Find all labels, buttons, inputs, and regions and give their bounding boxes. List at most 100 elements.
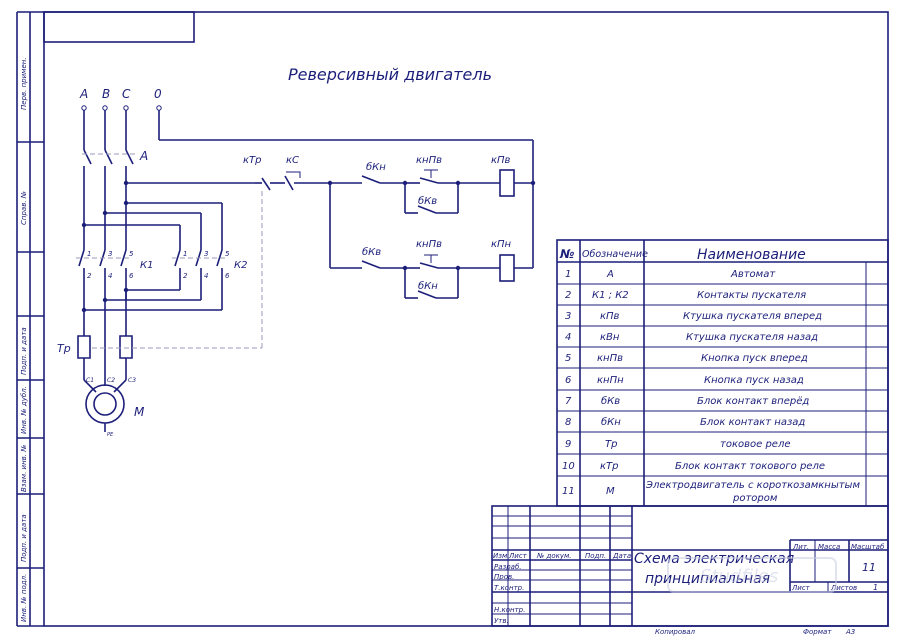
row-2-code: К1 ; К2 — [592, 290, 629, 301]
row-4-num: 4 — [565, 332, 571, 343]
row-1-num: 1 — [565, 269, 571, 280]
stamp-role-develop: Разраб. — [494, 563, 522, 571]
stamp-lit: Лит. — [792, 543, 809, 551]
doc-title-line2: принципиальная — [645, 571, 770, 587]
k2-pin-4: 4 — [204, 272, 208, 280]
kc-label: кС — [286, 155, 299, 166]
stamp-format-value: А3 — [845, 628, 855, 636]
row-10-code: кТр — [600, 461, 619, 472]
phase-label-0: 0 — [154, 87, 162, 101]
row-10-num: 10 — [562, 461, 575, 472]
motor-terminal-c1: С1 — [86, 377, 94, 384]
stamp-scale: Масштаб — [851, 543, 885, 551]
motor-terminal-c2: С2 — [107, 377, 115, 384]
row-11-name: Электродвигатель с короткозамкнытым — [645, 480, 860, 491]
k2-pin-3: 3 — [204, 250, 208, 258]
margin-label-5: Взам. инв. № — [20, 444, 28, 492]
stamp-format: Формат — [803, 628, 832, 636]
stamp-role-check: Пров. — [494, 573, 514, 581]
row-1-name: Автомат — [730, 269, 776, 280]
coil-kpv — [499, 169, 515, 197]
bkv-label-1: бКв — [418, 195, 437, 207]
kpn-label: кПн — [491, 239, 512, 250]
terminal-a — [81, 105, 87, 111]
phase-label-b: B — [102, 87, 110, 101]
row-5-name: Кнопка пуск вперед — [701, 353, 808, 364]
terminal-b — [102, 105, 108, 111]
stamp-role-tcontrol: Т.контр. — [494, 584, 524, 592]
stamp-sheets-value: 1 — [873, 583, 878, 592]
title-block: Изм Лист № докум. Подп. Дата Разраб. Про… — [491, 505, 889, 636]
k1-pin-4: 4 — [108, 272, 112, 280]
row-11-num: 11 — [562, 486, 575, 497]
stamp-mass: Масса — [818, 543, 840, 551]
k1-pin-5: 5 — [129, 250, 134, 258]
watermark: Studfiles — [667, 557, 837, 593]
coil-kpn — [499, 254, 515, 282]
row-9-num: 9 — [565, 439, 571, 450]
row-4-code: кВн — [600, 332, 620, 343]
k1-label: К1 — [140, 260, 153, 271]
row-3-code: кПв — [600, 311, 620, 322]
row-1-code: А — [606, 269, 614, 280]
watermark-text: Studfiles — [700, 566, 778, 587]
ktr-label: кТр — [243, 155, 262, 166]
phase-label-a: A — [79, 87, 88, 101]
row-5-code: кнПв — [597, 353, 623, 364]
motor-label: М — [134, 405, 145, 419]
k1-pin-2: 2 — [87, 272, 92, 280]
row-7-name: Блок контакт вперёд — [697, 396, 809, 407]
row-2-name: Контакты пускателя — [697, 290, 806, 301]
stamp-role-ncontrol: Н.контр. — [494, 606, 525, 614]
row-8-name: Блок контакт назад — [700, 417, 805, 428]
k2-pin-5: 5 — [225, 250, 230, 258]
col-header-code: Обозначение — [582, 249, 648, 260]
terminal-c — [123, 105, 129, 111]
margin-label-4: Инв. № дубл. — [20, 386, 28, 434]
terminal-0 — [156, 105, 162, 111]
row-3-num: 3 — [565, 311, 571, 322]
breaker-label: A — [139, 149, 148, 163]
pe-label: PE — [107, 432, 114, 438]
bkn-label-2: бКн — [418, 280, 438, 292]
k2-pin-1: 1 — [183, 250, 187, 258]
k1-pin-6: 6 — [129, 272, 134, 280]
bkv-label-2: бКв — [362, 246, 381, 258]
k2-pin-6: 6 — [225, 272, 230, 280]
row-7-num: 7 — [565, 396, 572, 407]
phase-label-c: C — [122, 87, 131, 101]
stamp-head-list: Лист — [508, 552, 528, 560]
row-6-num: 6 — [565, 375, 571, 386]
margin-label-6: Подп. и дата — [20, 514, 28, 562]
stamp-head-doc: № докум. — [536, 552, 572, 560]
thermal-relay-label: Тр — [57, 342, 71, 355]
row-10-name: Блок контакт токового реле — [675, 461, 825, 472]
row-9-code: Тр — [605, 439, 617, 450]
left-margin-labels: Перв. примен. Справ. № Подп. и дата Инв.… — [20, 57, 28, 622]
drawing-title: Реверсивный двигатель — [288, 65, 492, 84]
bkn-label: бКн — [366, 161, 386, 173]
margin-label-3: Подп. и дата — [20, 327, 28, 375]
row-6-name: Кнопка пуск назад — [704, 375, 804, 386]
components-table: № Обозначение Наименование 1 А Автомат 2… — [556, 239, 889, 507]
stamp-scale-value: 11 — [862, 561, 876, 574]
col-header-num: № — [559, 247, 574, 261]
motor-symbol — [85, 384, 125, 424]
row-11-code: М — [606, 486, 615, 497]
k2-pin-2: 2 — [183, 272, 188, 280]
kpv-label: кПв — [491, 155, 511, 166]
stamp-head-sign: Подп. — [585, 552, 606, 560]
stamp-head-izm: Изм — [493, 552, 508, 560]
margin-label-2: Справ. № — [20, 191, 28, 225]
margin-label-7: Инв. № подл. — [20, 574, 28, 622]
stamp-sheet: Лист — [791, 584, 811, 592]
row-8-code: бКн — [601, 416, 621, 428]
stamp-copied: Копировал — [655, 628, 696, 636]
col-header-name: Наименование — [697, 247, 806, 263]
row-3-name: Ктушка пускателя вперед — [683, 311, 822, 322]
stamp-head-date: Дата — [612, 552, 631, 560]
row-9-name: токовое реле — [720, 439, 791, 450]
power-circuit: A B C 0 A — [57, 87, 534, 438]
stamp-sheets: Листов — [830, 584, 857, 592]
